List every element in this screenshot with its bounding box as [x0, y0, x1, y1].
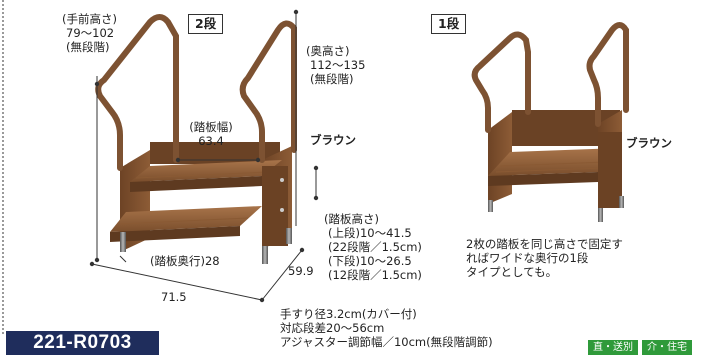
shipping-tag: 直・送別 — [588, 340, 638, 355]
front-height-value: 79〜102 — [66, 26, 115, 40]
tread-height-lower-steps: (12段階／1.5cm) — [328, 268, 422, 282]
color-name-left: ブラウン — [310, 133, 356, 147]
tread-height-lower: (下段)10〜26.5 — [328, 254, 412, 268]
back-height-value: 112〜135 — [310, 58, 366, 72]
tread-width-value: 63.4 — [198, 134, 224, 148]
step-label-1: 1段 — [431, 14, 467, 34]
two-step-stand-image — [95, 14, 297, 264]
product-code: 221-R0703 — [6, 331, 159, 355]
tread-width-title: (踏板幅) — [189, 120, 233, 134]
tread-height-upper-steps: (22段階／1.5cm) — [328, 240, 422, 254]
note-line-2: ればワイドな奥行の1段 — [466, 251, 589, 265]
back-height-note: (無段階) — [310, 72, 354, 86]
dimension-lines — [91, 12, 317, 301]
back-height-title: (奥高さ) — [306, 44, 350, 58]
tread-height-upper: (上段)10〜41.5 — [328, 226, 412, 240]
note-line-1: 2枚の踏板を同じ高さで固定す — [466, 237, 623, 251]
spec-adjuster-range: アジャスター調節幅／10cm(無段階調節) — [280, 335, 493, 349]
tread-depth-dimension: (踏板奥行)28 — [150, 254, 220, 268]
spec-step-range: 対応段差20〜56cm — [280, 321, 385, 335]
front-height-title: (手前高さ) — [62, 12, 117, 26]
front-height-note: (無段階) — [66, 40, 110, 54]
one-step-stand-image — [471, 22, 629, 222]
width-dimension: 71.5 — [161, 290, 187, 304]
step-label-2: 2段 — [188, 14, 224, 34]
category-tag: 介・住宅 — [642, 340, 692, 355]
dotted-border — [2, 0, 4, 334]
note-line-3: タイプとしても。 — [466, 265, 558, 279]
spec-handrail-diameter: 手すり径3.2cm(カバー付) — [280, 307, 417, 321]
tread-height-title: (踏板高さ) — [324, 212, 379, 226]
color-name-right: ブラウン — [626, 136, 672, 150]
depth-dimension: 59.9 — [288, 264, 314, 278]
